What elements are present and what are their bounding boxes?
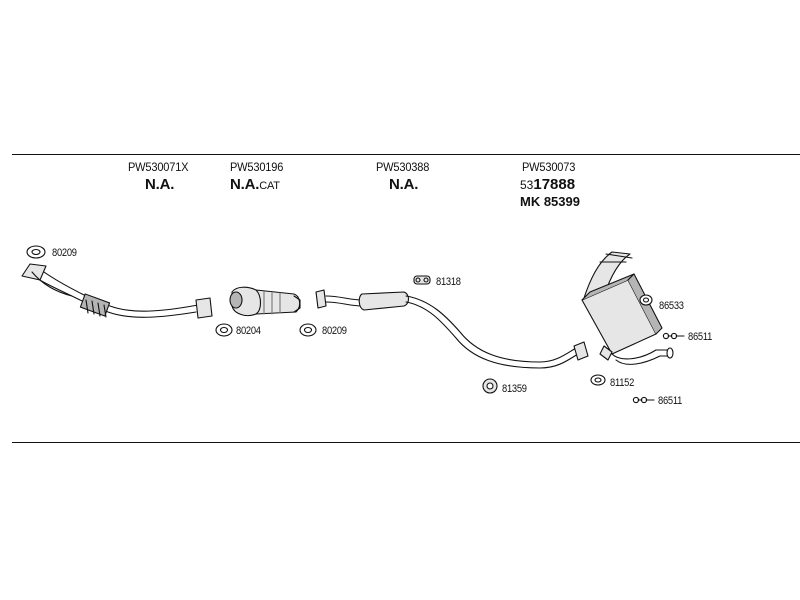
mk-code-col4: MK 85399: [520, 194, 580, 209]
front-pipe: [21, 263, 213, 319]
callout-80209-mid: 80209: [322, 325, 347, 337]
gasket-80204: [215, 323, 233, 337]
status-col3: N.A.: [389, 176, 419, 193]
callout-81152: 81152: [610, 377, 635, 389]
callout-80209-front: 80209: [52, 247, 77, 259]
callout-81359: 81359: [502, 383, 527, 395]
callout-86511-upper: 86511: [688, 331, 713, 343]
mount-81318: [413, 275, 431, 285]
ring-81152: [590, 374, 606, 386]
part-number-col4: PW530073: [522, 160, 576, 174]
mount-81359: [482, 378, 498, 394]
catalytic-converter: [229, 286, 301, 317]
clamp-86511-lower: [632, 396, 655, 404]
part-number-col1: PW530071X: [128, 160, 189, 174]
clamp-86511-upper: [662, 332, 685, 340]
hanger-86533: [639, 294, 653, 306]
intermediate-pipe: [315, 289, 589, 369]
part-number-col2: PW530196: [230, 160, 284, 174]
callout-86511-lower: 86511: [658, 395, 683, 407]
gasket-80209-front: [26, 245, 46, 259]
gasket-80209-mid: [299, 323, 317, 337]
status-col2: N.A.CAT: [230, 176, 280, 193]
top-rule: [12, 154, 800, 155]
callout-86533: 86533: [659, 300, 684, 312]
bottom-rule: [12, 442, 800, 443]
part-number-col3: PW530388: [376, 160, 430, 174]
status-col1: N.A.: [145, 176, 175, 193]
callout-81318: 81318: [436, 276, 461, 288]
code-col4: 5317888: [520, 176, 576, 193]
callout-80204: 80204: [236, 325, 261, 337]
status-col2-suffix: CAT: [259, 180, 280, 192]
